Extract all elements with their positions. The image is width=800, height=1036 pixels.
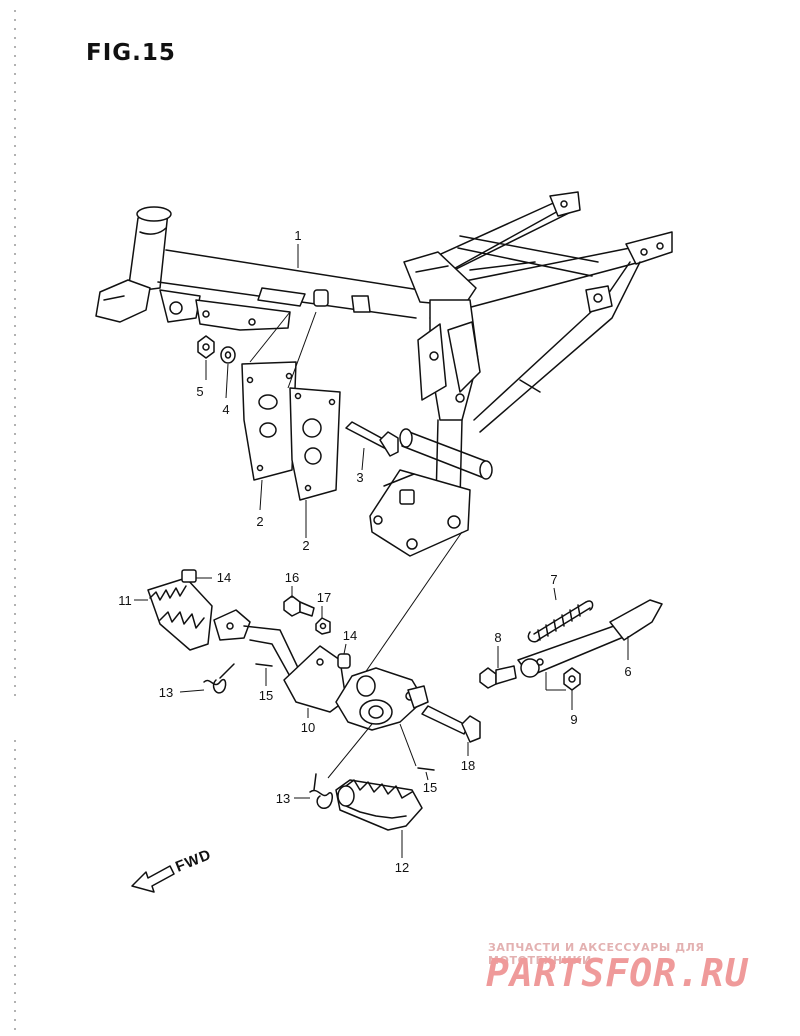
nut-part-9	[563, 667, 581, 691]
callout-8: 8	[494, 630, 501, 645]
callout-13b: 13	[276, 791, 290, 806]
leader-13a	[179, 689, 205, 693]
callout-3: 3	[356, 470, 363, 485]
assembly-line-pin	[399, 723, 417, 767]
footrest-part-12	[335, 779, 423, 831]
bolt-part-16	[283, 595, 315, 617]
leader-2a	[249, 311, 291, 363]
cotter-pin-15b	[417, 767, 435, 771]
assembly-line	[359, 531, 463, 681]
callout-5: 5	[196, 384, 203, 399]
cotter-pin-15a	[255, 663, 273, 667]
callout-11: 11	[118, 593, 132, 608]
watermark-logo: PARTSFOR.RU	[486, 951, 749, 995]
bolt-part-3	[345, 421, 399, 457]
spring-part-13	[203, 663, 235, 694]
callout-7: 7	[550, 572, 557, 587]
assembly-line-footrest	[327, 723, 373, 779]
spring-part-13-lower	[309, 773, 333, 809]
callout-4: 4	[222, 402, 229, 417]
fwd-arrow-icon: FWD	[131, 846, 214, 893]
nut-part-17	[315, 617, 331, 635]
fwd-label: FWD	[173, 846, 214, 876]
bolt-part-18	[421, 705, 481, 743]
callout-14b: 14	[343, 628, 357, 643]
callout-15b: 15	[423, 780, 437, 795]
callout-13a: 13	[159, 685, 173, 700]
leader-3	[361, 447, 365, 471]
leader-7	[553, 587, 557, 601]
leader-4	[225, 363, 229, 399]
callout-12: 12	[395, 860, 409, 875]
callout-16: 16	[285, 570, 299, 585]
footrest-bar	[213, 609, 301, 681]
figure-title: FIG.15	[86, 40, 176, 66]
footrest-bracket-part-10	[283, 645, 429, 731]
leader-15b	[425, 771, 429, 781]
callout-18: 18	[461, 758, 475, 773]
washer-part-4	[220, 346, 236, 364]
callout-14a: 14	[217, 570, 231, 585]
callout-15a: 15	[259, 688, 273, 703]
watermark-subtitle: ЗАПЧАСТИ И АКСЕССУАРЫ ДЛЯ МОТОТЕХНИКИ	[488, 941, 705, 967]
callout-9: 9	[570, 712, 577, 727]
side-stand-part-6	[517, 599, 663, 678]
callout-10: 10	[301, 720, 315, 735]
callout-2b: 2	[302, 538, 309, 553]
callout-labels: 1 2 2 3 4 5 6 7 8 9 10 11 12 13 13 14 14…	[118, 228, 631, 875]
callout-6: 6	[624, 664, 631, 679]
leader-14b	[343, 643, 347, 655]
footrest-part-11	[147, 569, 213, 651]
callout-2a: 2	[256, 514, 263, 529]
engine-mount-plates	[241, 361, 341, 501]
frame-part	[95, 191, 673, 557]
callout-17: 17	[317, 590, 331, 605]
pin-part-14	[337, 653, 351, 669]
spring-part-7	[527, 600, 594, 643]
nut-part-5	[197, 335, 215, 359]
bolt-part-8	[479, 665, 517, 689]
leader-2c	[259, 479, 263, 511]
leader-2b	[287, 311, 317, 389]
callout-1: 1	[294, 228, 301, 243]
